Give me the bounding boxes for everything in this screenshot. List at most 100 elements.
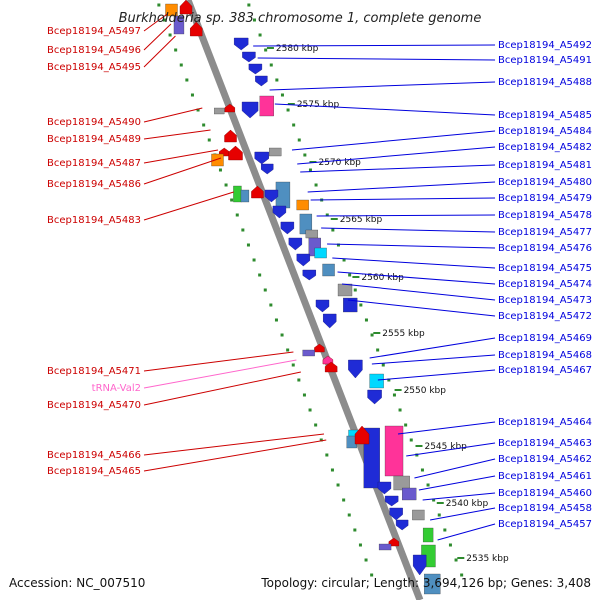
trna-label[interactable]: tRNA-Val2 xyxy=(92,383,141,394)
leader-line xyxy=(143,107,203,123)
scale-tick xyxy=(443,528,447,532)
gene-reverse xyxy=(378,543,392,551)
gene-label-forward[interactable]: Bcep18194_A5469 xyxy=(498,333,592,344)
scale-tick-major xyxy=(373,332,381,334)
gene-reverse xyxy=(228,145,243,161)
backbone xyxy=(184,0,424,600)
gene-forward xyxy=(248,63,263,75)
gene-label-reverse[interactable]: Bcep18194_A5470 xyxy=(47,400,141,411)
gene-label-reverse[interactable]: Bcep18194_A5490 xyxy=(47,117,141,128)
gene-label-forward[interactable]: Bcep18194_A5480 xyxy=(498,177,592,188)
gene-label-forward[interactable]: Bcep18194_A5484 xyxy=(498,126,592,137)
gene-label-reverse[interactable]: Bcep18194_A5465 xyxy=(47,466,141,477)
gene-label-forward[interactable]: Bcep18194_A5474 xyxy=(498,279,592,290)
gene-label-forward[interactable]: Bcep18194_A5467 xyxy=(498,365,592,376)
scale-tick xyxy=(448,543,452,547)
gene-label-reverse[interactable]: Bcep18194_A5496 xyxy=(47,45,141,56)
leader-line xyxy=(310,197,496,201)
gene-label-reverse[interactable]: Bcep18194_A5495 xyxy=(47,62,141,73)
scale-tick xyxy=(454,558,458,562)
gene-label-reverse[interactable]: Bcep18194_A5471 xyxy=(47,366,141,377)
gene-label-reverse[interactable]: Bcep18194_A5497 xyxy=(47,26,141,37)
gene-reverse xyxy=(179,0,193,15)
gene-reverse xyxy=(214,107,225,115)
scale-tick xyxy=(415,453,419,457)
leader-line xyxy=(332,257,496,269)
scale-tick xyxy=(404,423,408,427)
gene-label-forward[interactable]: Bcep18194_A5462 xyxy=(498,454,592,465)
gene-label-forward[interactable]: Bcep18194_A5492 xyxy=(498,40,592,51)
gene-label-forward[interactable]: Bcep18194_A5482 xyxy=(498,142,592,153)
gene-label-forward[interactable]: Bcep18194_A5477 xyxy=(498,227,592,238)
gene-reverse xyxy=(354,425,370,445)
gene-label-forward[interactable]: Bcep18194_A5491 xyxy=(498,55,592,66)
gene-label-forward[interactable]: Bcep18194_A5472 xyxy=(498,311,592,322)
gene-label-forward[interactable]: Bcep18194_A5488 xyxy=(498,77,592,88)
gene-label-forward[interactable]: Bcep18194_A5460 xyxy=(498,488,592,499)
scale-label: 2570 kbp xyxy=(318,158,361,168)
scale-tick xyxy=(258,33,262,37)
leader-line xyxy=(297,146,496,165)
gene-forward xyxy=(259,95,274,117)
gene-label-forward[interactable]: Bcep18194_A5475 xyxy=(498,263,592,274)
scale-tick xyxy=(190,93,194,97)
gene-label-forward[interactable]: Bcep18194_A5458 xyxy=(498,503,592,514)
gene-label-forward[interactable]: Bcep18194_A5476 xyxy=(498,243,592,254)
scale-tick xyxy=(264,48,268,52)
gene-label-forward[interactable]: Bcep18194_A5481 xyxy=(498,160,592,171)
scale-tick xyxy=(286,108,290,112)
scale-tick-major xyxy=(266,47,274,49)
gene-forward xyxy=(393,475,410,491)
map-title: Burkholderia sp. 383 chromosome 1, compl… xyxy=(119,11,482,26)
scale-tick xyxy=(297,138,301,142)
gene-forward xyxy=(296,199,309,211)
scale-tick xyxy=(224,183,228,187)
gene-label-forward[interactable]: Bcep18194_A5461 xyxy=(498,471,592,482)
backbone-layer xyxy=(184,0,424,600)
gene-forward xyxy=(389,507,403,521)
gene-reverse xyxy=(240,189,250,203)
scale-label: 2555 kbp xyxy=(382,329,425,339)
gene-label-forward[interactable]: Bcep18194_A5464 xyxy=(498,417,592,428)
scale-label: 2550 kbp xyxy=(404,386,447,396)
gene-label-reverse[interactable]: Bcep18194_A5487 xyxy=(47,158,141,169)
gene-label-reverse[interactable]: Bcep18194_A5466 xyxy=(47,450,141,461)
scale-tick xyxy=(398,408,402,412)
gene-label-reverse[interactable]: Bcep18194_A5486 xyxy=(47,179,141,190)
gene-label-forward[interactable]: Bcep18194_A5463 xyxy=(498,438,592,449)
label-layer[interactable]: Bcep18194_A5497Bcep18194_A5496Bcep18194_… xyxy=(47,26,592,530)
gene-reverse xyxy=(190,21,203,37)
gene-label-reverse[interactable]: Bcep18194_A5483 xyxy=(47,215,141,226)
gene-label-forward[interactable]: Bcep18194_A5479 xyxy=(498,193,592,204)
gene-label-forward[interactable]: Bcep18194_A5468 xyxy=(498,350,592,361)
gene-label-reverse[interactable]: Bcep18194_A5489 xyxy=(47,134,141,145)
gene-reverse xyxy=(314,343,325,353)
gene-label-forward[interactable]: Bcep18194_A5473 xyxy=(498,295,592,306)
leader-line xyxy=(406,442,496,457)
leader-line xyxy=(430,507,496,521)
leader-line xyxy=(418,475,496,491)
gene-label-forward[interactable]: Bcep18194_A5478 xyxy=(498,210,592,221)
gene-forward xyxy=(343,297,358,313)
scale-tick xyxy=(202,123,206,127)
gene-forward xyxy=(348,359,363,379)
leader-line xyxy=(253,44,496,47)
gene-forward xyxy=(269,147,282,157)
leader-line xyxy=(414,458,496,479)
leader-line xyxy=(143,149,219,164)
leader-line xyxy=(143,23,172,51)
scale-tick xyxy=(370,333,374,337)
gene-label-forward[interactable]: Bcep18194_A5485 xyxy=(498,110,592,121)
leader-line xyxy=(397,421,496,435)
scale-tick xyxy=(387,378,391,382)
scale-tick xyxy=(381,363,385,367)
scale-tick xyxy=(319,438,323,442)
scale-tick xyxy=(432,498,436,502)
scale-label: 2540 kbp xyxy=(446,499,489,509)
scale-tick-major xyxy=(457,557,465,559)
gene-label-forward[interactable]: Bcep18194_A5457 xyxy=(498,519,592,530)
leader-line xyxy=(143,35,176,68)
scale-tick xyxy=(157,3,161,7)
leader-line xyxy=(291,130,496,151)
gene-forward xyxy=(254,151,269,165)
